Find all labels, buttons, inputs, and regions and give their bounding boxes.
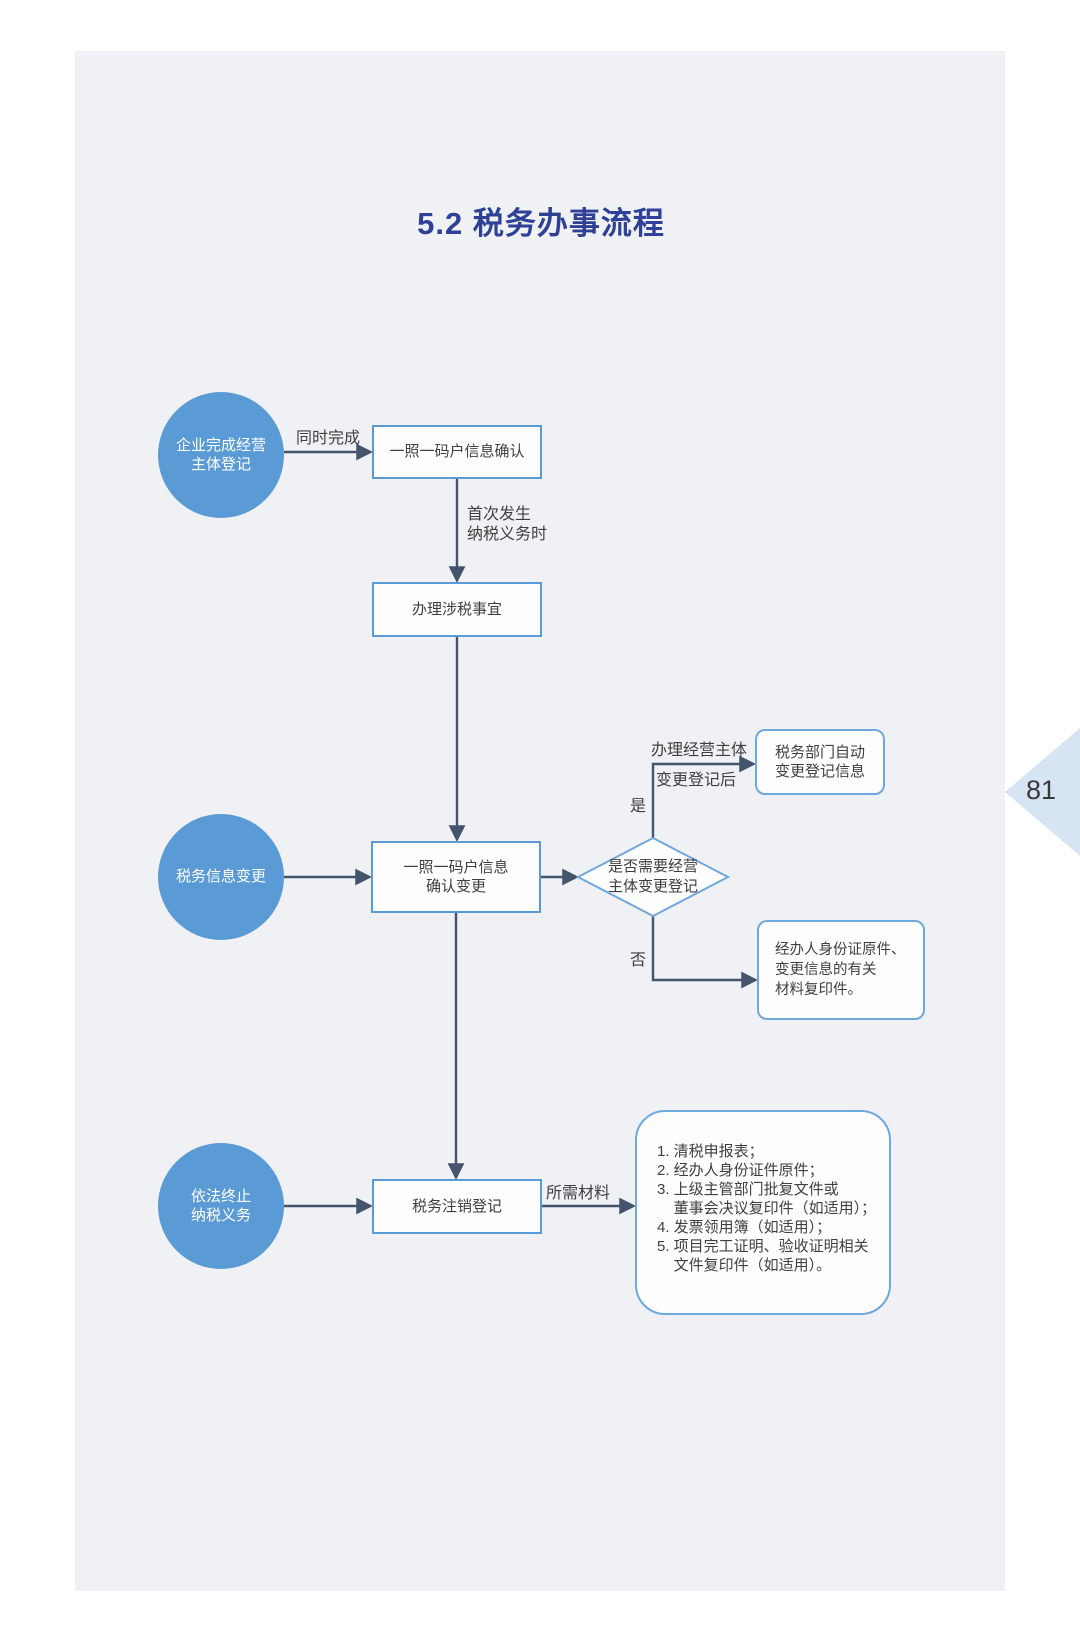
page-number: 81 [1026, 775, 1057, 805]
checklist-line: 1. 清税申报表； [657, 1143, 764, 1160]
node-tax-info-change: 税务信息变更 [158, 814, 284, 940]
node-license-code-info-confirm: 一照一码户信息确认 [372, 425, 542, 479]
node-change-materials: 经办人身份证原件、 变更信息的有关 材料复印件。 [757, 920, 925, 1020]
checklist-line: 5. 项目完工证明、验收证明相关 [657, 1238, 869, 1255]
label-yes: 是 [630, 798, 647, 815]
node-terminate-tax-obligation: 依法终止 纳税义务 [158, 1143, 284, 1269]
label-required-materials: 所需材料 [546, 1185, 611, 1202]
node-handle-tax-matters: 办理涉税事宜 [372, 582, 542, 637]
checklist-line: 4. 发票领用簿（如适用）； [657, 1219, 832, 1236]
node-business-registration-complete: 企业完成经营 主体登记 [158, 392, 284, 518]
checklist: 1. 清税申报表； 2. 经办人身份证件原件； 3. 上级主管部门批复文件或 董事会… [637, 1112, 889, 1275]
label-simultaneous: 同时完成 [295, 430, 360, 447]
page-title: 5.2 税务办事流程 [417, 206, 665, 241]
node-license-code-info-confirm-change: 一照一码户信息 确认变更 [371, 841, 541, 913]
node-tax-deregistration: 税务注销登记 [372, 1179, 542, 1234]
label-no: 否 [630, 952, 647, 969]
checklist-line: 3. 上级主管部门批复文件或 [657, 1181, 839, 1198]
checklist-line: 2. 经办人身份证件原件； [657, 1162, 824, 1179]
label-after-change-line1: 办理经营主体 [651, 742, 748, 759]
node-tax-dept-auto-change: 税务部门自动 变更登记信息 [755, 729, 885, 795]
checklist-line: 文件复印件（如适用）。 [657, 1257, 832, 1274]
checklist-line: 董事会决议复印件（如适用）； [657, 1200, 877, 1217]
label-first-tax-obligation: 首次发生 纳税义务时 [467, 506, 548, 543]
node-required-materials-list: 1. 清税申报表； 2. 经办人身份证件原件； 3. 上级主管部门批复文件或 董事会… [635, 1110, 891, 1315]
decision-label: 是否需要经营 主体变更登记 [607, 858, 698, 895]
label-after-change-line2: 变更登记后 [656, 772, 737, 789]
